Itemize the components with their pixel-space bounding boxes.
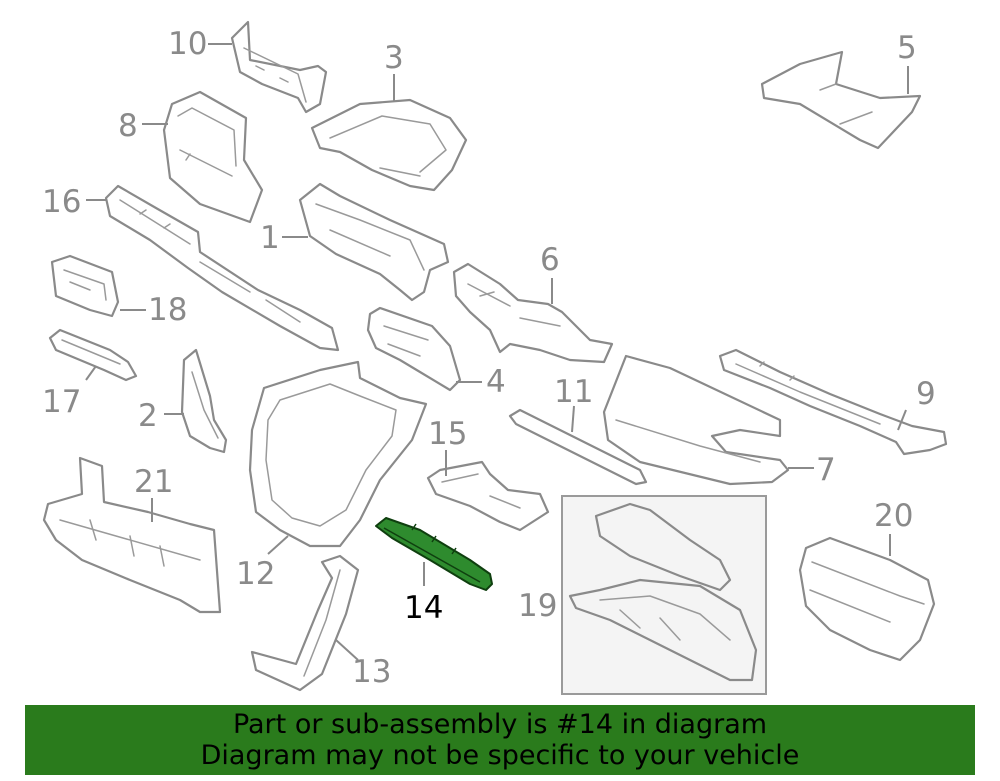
part-11 [508,408,648,486]
callout-13: 13 [352,654,391,690]
callout-9: 9 [916,376,936,412]
part-5 [760,50,922,150]
part-18 [50,254,120,318]
part-13 [250,554,360,692]
callout-15: 15 [428,416,467,452]
callout-18: 18 [148,292,187,328]
banner-line-1: Part or sub-assembly is #14 in diagram [232,709,768,740]
callout-8: 8 [118,108,138,144]
part-3 [310,98,468,192]
callout-6: 6 [540,242,560,278]
callout-16: 16 [42,184,81,220]
part-16 [104,184,340,352]
part-9 [718,348,948,456]
part-20 [798,536,936,662]
callout-labels: 10 3 5 8 16 1 6 18 4 17 11 9 2 15 7 21 2… [42,26,936,690]
part-12 [248,360,428,548]
callout-21: 21 [134,464,173,500]
callout-12: 12 [236,556,275,592]
callout-11: 11 [554,374,593,410]
callout-14: 14 [404,590,443,626]
callout-17: 17 [42,384,81,420]
callout-3: 3 [384,40,404,76]
callout-10: 10 [168,26,207,62]
part-14-highlighted [375,517,493,591]
leader-lines [85,43,909,661]
part-2 [180,348,228,454]
callout-1: 1 [260,220,280,256]
part-7 [602,354,790,486]
info-banner: Part or sub-assembly is #14 in diagram D… [25,705,975,775]
part-10 [230,20,328,114]
callout-5: 5 [897,30,917,66]
part-17 [48,328,138,382]
callout-2: 2 [138,398,158,434]
banner-line-2: Diagram may not be specific to your vehi… [200,740,800,771]
callout-19: 19 [518,588,557,624]
part-6 [452,262,614,364]
part-15 [426,460,550,532]
callout-20: 20 [874,498,913,534]
part-21 [42,456,222,614]
callout-4: 4 [486,364,506,400]
part-1 [298,182,450,302]
callout-7: 7 [816,452,836,488]
part-8 [162,90,264,224]
part-19-box [561,495,767,695]
part-4 [366,306,462,392]
